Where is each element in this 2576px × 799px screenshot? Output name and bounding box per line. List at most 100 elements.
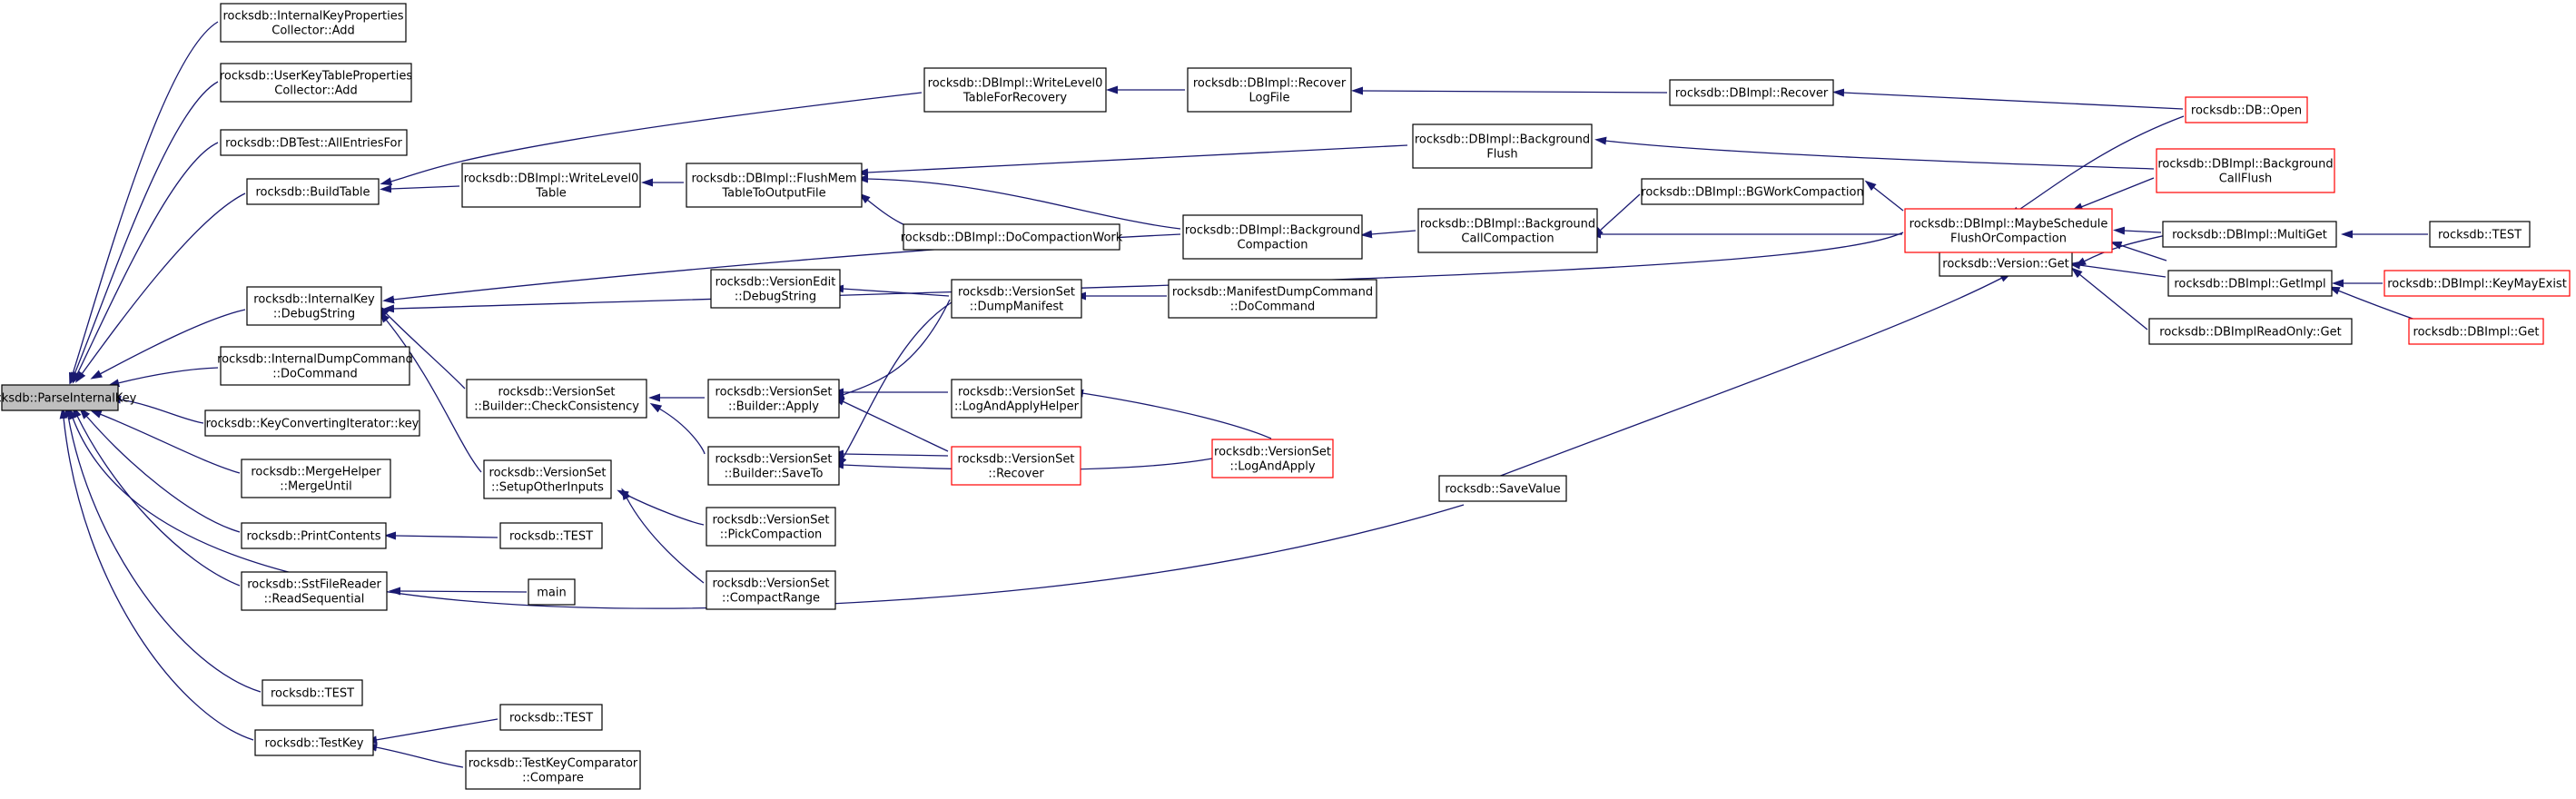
node-getimpl[interactable]: rocksdb::DBImpl::GetImpl — [2167, 270, 2333, 297]
call-edge-line — [69, 21, 219, 385]
node-vs_recover[interactable]: rocksdb::VersionSet::Recover — [951, 446, 1081, 486]
node-savevalue[interactable]: rocksdb::SaveValue — [1438, 475, 1567, 502]
node-label: rocksdb::VersionSet — [958, 453, 1075, 467]
call-edge-line — [836, 301, 952, 469]
call-edge-line — [59, 407, 254, 741]
call-edge — [832, 299, 951, 400]
node-label: rocksdb::PrintContents — [246, 530, 380, 544]
call-edge-line — [617, 489, 705, 526]
node-box — [220, 346, 410, 386]
node-buildtable[interactable]: rocksdb::BuildTable — [246, 178, 380, 205]
node-label: ::DoCommand — [1230, 301, 1316, 314]
node-box — [204, 409, 420, 437]
node-label: rocksdb::DBImpl::Background — [1185, 224, 1360, 238]
node-uktpc_add[interactable]: rocksdb::UserKeyTablePropertiesCollector… — [220, 63, 412, 103]
node-idc_do[interactable]: rocksdb::InternalDumpCommand::DoCommand — [217, 346, 413, 386]
node-test_d[interactable]: rocksdb::TEST — [2429, 221, 2531, 248]
node-vs_laah[interactable]: rocksdb::VersionSet::LogAndApplyHelper — [951, 379, 1082, 419]
node-vs_apply[interactable]: rocksdb::VersionSet::Builder::Apply — [707, 379, 840, 419]
node-vs_saveto[interactable]: rocksdb::VersionSet::Builder::SaveTo — [707, 446, 840, 486]
node-printc[interactable]: rocksdb::PrintContents — [241, 522, 387, 549]
node-version_get[interactable]: rocksdb::Version::Get — [1939, 250, 2073, 277]
call-edge-line — [2068, 261, 2166, 278]
call-edge-line — [379, 311, 482, 473]
node-label: TableForRecovery — [962, 92, 1068, 105]
call-edge-line — [621, 488, 705, 584]
node-wl0_recov[interactable]: rocksdb::DBImpl::WriteLevel0TableForReco… — [923, 67, 1107, 113]
node-label: rocksdb::VersionSet — [498, 386, 616, 400]
node-label: Collector::Add — [271, 25, 355, 38]
node-maybesched[interactable]: rocksdb::DBImpl::MaybeScheduleFlushOrCom… — [1904, 208, 2113, 253]
call-edge-line — [856, 144, 1408, 177]
node-bgcallcomp[interactable]: rocksdb::DBImpl::BackgroundCallCompactio… — [1417, 208, 1598, 253]
call-edge-line — [79, 407, 241, 533]
node-test_a[interactable]: rocksdb::TEST — [262, 679, 363, 706]
node-keymayexist[interactable]: rocksdb::DBImpl::KeyMayExist — [2384, 270, 2571, 297]
node-main[interactable]: main — [528, 578, 576, 606]
node-test_c[interactable]: rocksdb::TEST — [499, 704, 603, 731]
node-vs_laa[interactable]: rocksdb::VersionSet::LogAndApply — [1211, 439, 1334, 478]
call-edge-line — [380, 184, 460, 193]
call-edge-line — [832, 299, 951, 400]
node-multiget[interactable]: rocksdb::DBImpl::MultiGet — [2162, 221, 2337, 248]
node-parse[interactable]: rocksdb::ParseInternalKey — [0, 384, 137, 411]
node-ve_debug[interactable]: rocksdb::VersionEdit::DebugString — [710, 269, 841, 309]
call-edge — [2074, 233, 2171, 267]
node-ikpc_add[interactable]: rocksdb::InternalKeyPropertiesCollector:… — [220, 3, 407, 43]
node-dbi_recover[interactable]: rocksdb::DBImpl::Recover — [1669, 79, 1834, 106]
node-vs_soi[interactable]: rocksdb::VersionSet::SetupOtherInputs — [483, 459, 612, 499]
node-tkc_cmp[interactable]: rocksdb::TestKeyComparator::Compare — [465, 750, 641, 790]
call-edge — [379, 311, 482, 473]
node-db_open[interactable]: rocksdb::DB::Open — [2185, 96, 2308, 123]
node-vs_cr[interactable]: rocksdb::VersionSet::CompactRange — [706, 570, 836, 610]
node-test_b[interactable]: rocksdb::TEST — [499, 522, 603, 549]
call-edge — [1594, 136, 2155, 170]
call-edge — [2327, 286, 2416, 321]
node-alle[interactable]: rocksdb::DBTest::AllEntriesFor — [220, 129, 408, 156]
node-box — [499, 704, 603, 731]
node-label: rocksdb::SstFileReader — [247, 578, 381, 592]
call-edge — [380, 184, 460, 193]
node-label: rocksdb::BuildTable — [256, 186, 370, 200]
node-docompwork[interactable]: rocksdb::DBImpl::DoCompactionWork — [901, 223, 1123, 251]
node-dbro_get[interactable]: rocksdb::DBImplReadOnly::Get — [2148, 318, 2353, 345]
node-label: LogFile — [1249, 92, 1290, 105]
call-edge-line — [2070, 177, 2155, 212]
call-edge-line — [1360, 230, 1416, 239]
node-box — [1182, 214, 1363, 260]
node-kci_key[interactable]: rocksdb::KeyConvertingIterator::key — [204, 409, 420, 437]
node-box — [1417, 208, 1598, 253]
call-edge-line — [2327, 286, 2416, 321]
node-mh_merge[interactable]: rocksdb::MergeHelper::MergeUntil — [241, 459, 391, 498]
node-vs_bcc[interactable]: rocksdb::VersionSet::Builder::CheckConsi… — [466, 379, 647, 419]
node-label: rocksdb::TEST — [509, 712, 593, 725]
node-label: ::Recover — [988, 468, 1044, 481]
call-edge-line — [2113, 226, 2162, 235]
node-testkey[interactable]: rocksdb::TestKey — [254, 729, 374, 756]
call-edge-line — [72, 142, 219, 384]
node-bgwork[interactable]: rocksdb::DBImpl::BGWorkCompaction — [1641, 178, 1864, 205]
node-sfr_rs[interactable]: rocksdb::SstFileReader::ReadSequential — [241, 571, 388, 611]
node-mdc_do[interactable]: rocksdb::ManifestDumpCommand::DoCommand — [1168, 279, 1377, 319]
node-label: rocksdb::TEST — [509, 530, 593, 544]
node-vs_pick[interactable]: rocksdb::VersionSet::PickCompaction — [706, 507, 836, 547]
call-edge — [856, 144, 1408, 177]
node-label: ::ReadSequential — [264, 593, 365, 607]
node-label: ::DebugString — [273, 308, 355, 321]
node-flushmem[interactable]: rocksdb::DBImpl::FlushMemTableToOutputFi… — [686, 163, 863, 208]
call-edge-line — [1864, 180, 1904, 212]
node-ik_debug[interactable]: rocksdb::InternalKey::DebugString — [246, 286, 382, 326]
call-edge — [2070, 267, 2148, 330]
node-vs_dump[interactable]: rocksdb::VersionSet::DumpManifest — [951, 279, 1082, 319]
node-dbimpl_get[interactable]: rocksdb::DBImpl::Get — [2408, 318, 2544, 345]
node-box — [1211, 439, 1334, 478]
call-edge-line — [833, 396, 949, 452]
node-box — [1412, 123, 1593, 169]
call-edge-line — [2008, 115, 2185, 217]
nodes-layer: rocksdb::ParseInternalKey rocksdb::Intern… — [0, 3, 2571, 790]
